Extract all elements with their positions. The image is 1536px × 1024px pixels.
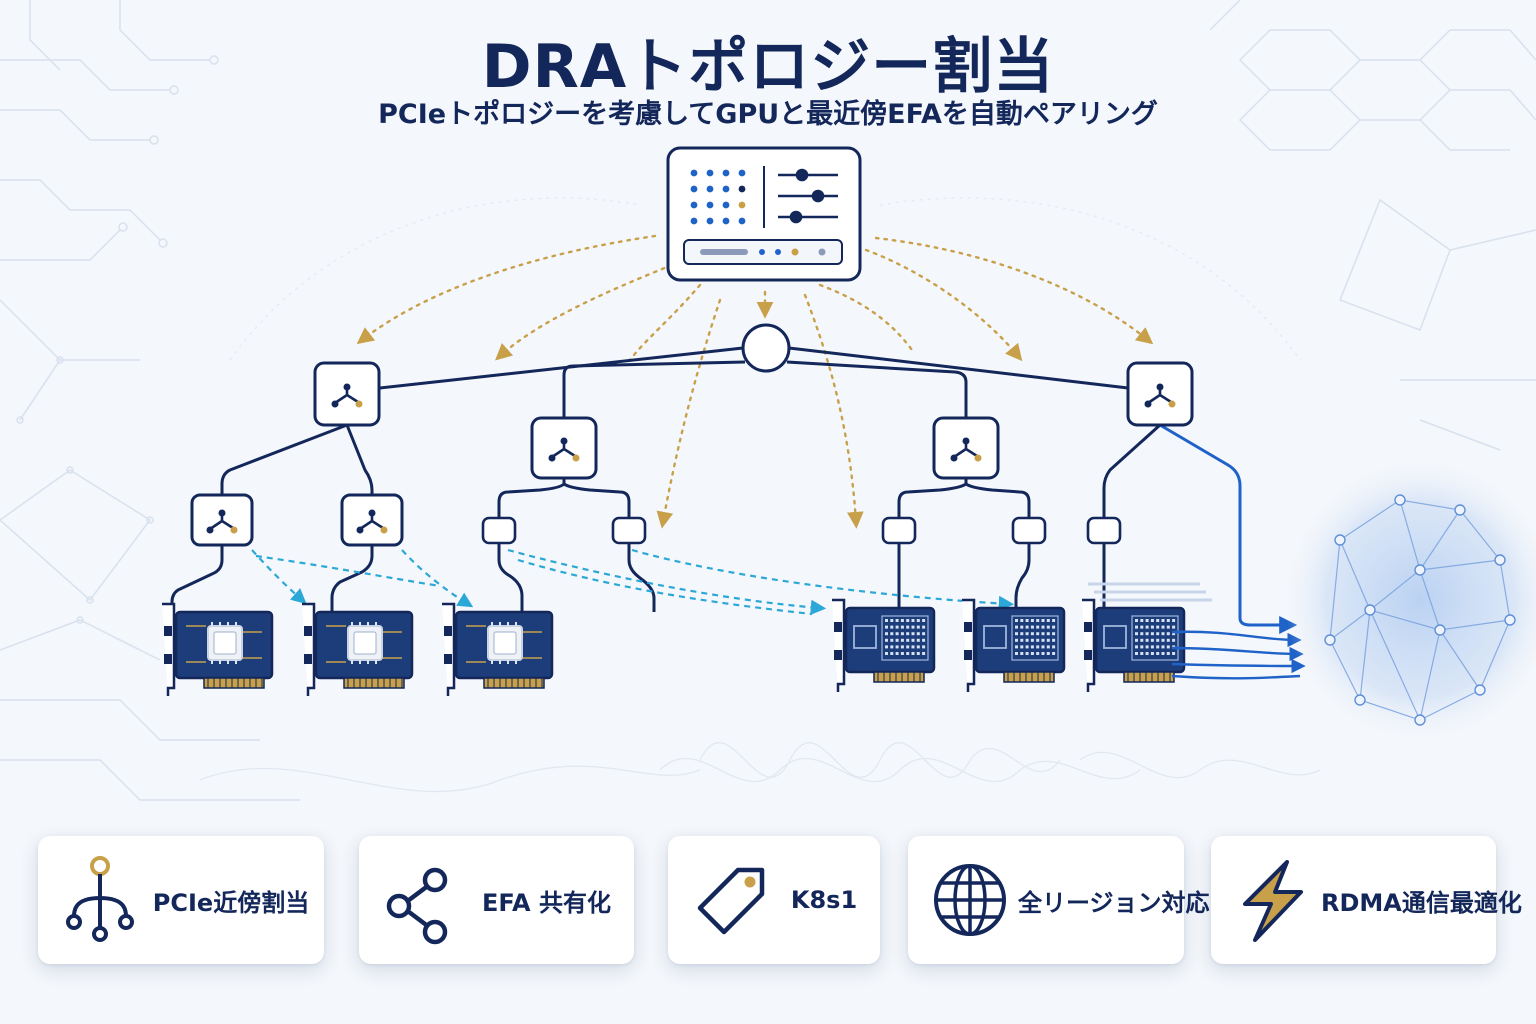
pcie-switch [313, 361, 381, 427]
gpu-card [162, 602, 274, 696]
pcie-switch [530, 416, 598, 480]
tag-icon [697, 867, 765, 935]
device-cards [162, 598, 1186, 696]
feature-label: 全リージョン対応 [1018, 888, 1210, 917]
gpu-efa-pairing-links [251, 548, 1015, 616]
pcie-bridge [1086, 516, 1122, 545]
root-complex-node [741, 323, 791, 373]
feature-card-pcie: PCIe近傍割当 [38, 836, 324, 964]
efa-nic-card [832, 598, 936, 692]
pcie-links [170, 346, 1298, 634]
gpu-card [302, 602, 414, 696]
topology-tree-icon [66, 856, 134, 942]
pcie-switch [340, 493, 404, 547]
feature-label: K8s1 [790, 886, 858, 914]
controller-led-grid [690, 169, 746, 225]
dra-controller-panel [666, 146, 862, 282]
pcie-bridge [1011, 516, 1047, 545]
feature-card-rdma: RDMA通信最適化 [1211, 836, 1522, 964]
pcie-bridge [611, 516, 647, 545]
feature-label: EFA 共有化 [482, 888, 611, 917]
pcie-bridge [481, 516, 517, 545]
rdma-traffic [1088, 582, 1306, 680]
dra-allocation-arrows [356, 234, 1154, 529]
efa-nic-card [962, 598, 1066, 692]
page-title: DRAトポロジー割当 [481, 32, 1055, 102]
gpu-card [442, 602, 554, 696]
globe-icon [934, 864, 1006, 936]
lightning-icon [1243, 860, 1303, 942]
feature-card-region: 全リージョン対応 [908, 836, 1210, 964]
efa-network-cloud [1285, 460, 1536, 740]
efa-nic-card [1082, 598, 1186, 692]
share-nodes-icon [386, 867, 448, 945]
pcie-switch [1126, 361, 1194, 427]
feature-label: RDMA通信最適化 [1321, 888, 1522, 917]
feature-label: PCIe近傍割当 [152, 888, 310, 917]
pcie-switch-nodes [190, 361, 1194, 547]
feature-card-k8s: K8s1 [668, 836, 880, 964]
controller-sliders [778, 168, 838, 224]
pcie-switch [932, 416, 1000, 480]
pcie-switch [190, 493, 254, 547]
pcie-bridge-nodes [481, 516, 1122, 545]
feature-card-efa: EFA 共有化 [359, 836, 634, 964]
pcie-bridge [881, 516, 917, 545]
page-subtitle: PCIeトポロジーを考慮してGPUと最近傍EFAを自動ペアリング [378, 99, 1158, 130]
